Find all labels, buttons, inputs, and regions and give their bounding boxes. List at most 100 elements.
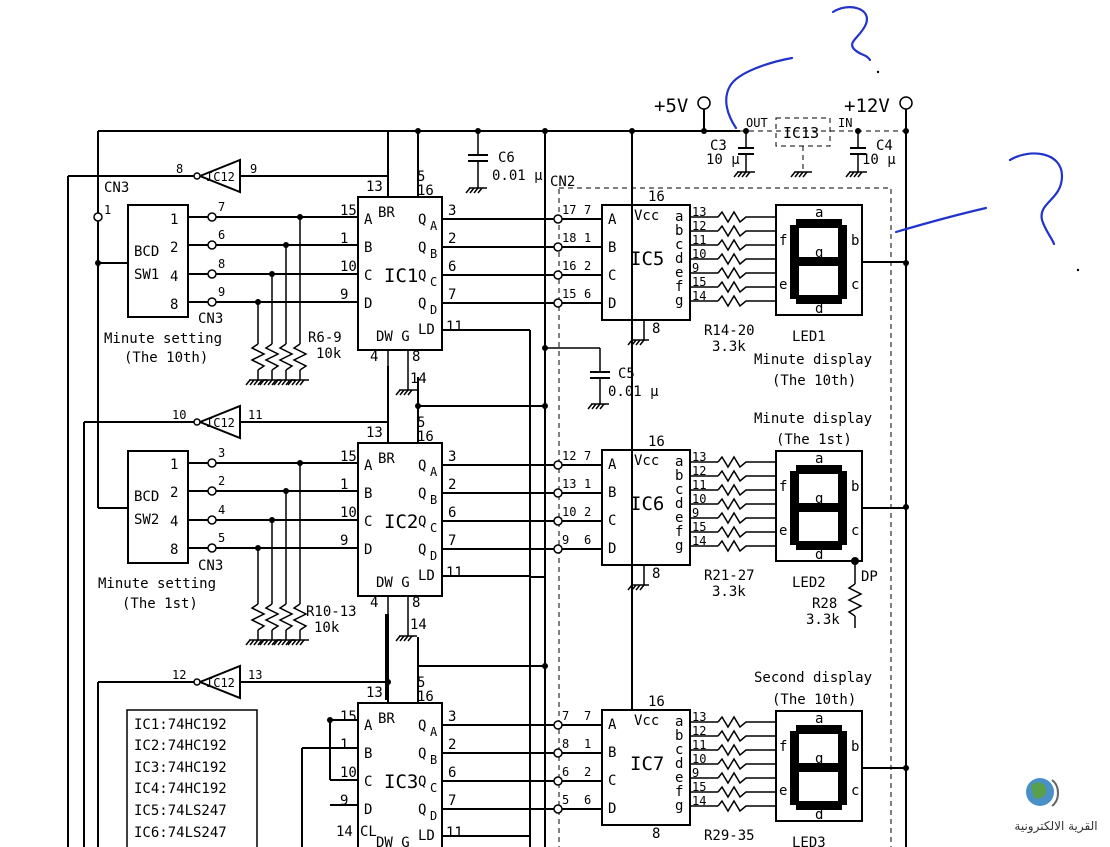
inv1-name: IC12: [206, 170, 235, 184]
led2-title1: Minute display: [754, 411, 872, 427]
svg-text:7: 7: [584, 709, 591, 723]
svg-text:D: D: [364, 542, 372, 558]
svg-text:e: e: [779, 523, 787, 539]
svg-text:8: 8: [412, 595, 420, 611]
svg-text:b: b: [851, 233, 859, 249]
svg-text:1: 1: [170, 212, 178, 228]
svg-text:e: e: [675, 770, 683, 786]
regulator-name: IC13: [783, 124, 819, 142]
svg-text:11: 11: [446, 565, 463, 581]
svg-text:B: B: [364, 486, 372, 502]
svg-text:16: 16: [562, 259, 576, 273]
svg-text:B: B: [608, 745, 616, 761]
decoder-name-1: IC6: [630, 493, 664, 515]
svg-text:14: 14: [692, 794, 706, 808]
svg-text:8: 8: [562, 737, 569, 751]
r10-13-name: R10-13: [306, 604, 357, 620]
svg-text:12: 12: [692, 724, 706, 738]
svg-text:d: d: [815, 807, 823, 823]
svg-text:a: a: [675, 714, 683, 730]
svg-text:13: 13: [692, 205, 706, 219]
svg-text:d: d: [815, 301, 823, 317]
svg-text:C: C: [608, 773, 616, 789]
svg-text:10: 10: [692, 752, 706, 766]
led3-title2: (The 10th): [772, 692, 856, 708]
svg-text:Q: Q: [418, 542, 426, 558]
inverter-3: [186, 664, 246, 700]
svg-text:3.3k: 3.3k: [712, 339, 746, 355]
svg-text:Q: Q: [418, 486, 426, 502]
svg-text:6: 6: [448, 765, 456, 781]
ic-list: IC1:74HC192 IC2:74HC192 IC3:74HC192 IC4:…: [126, 709, 258, 847]
svg-text:e: e: [675, 265, 683, 281]
svg-text:10: 10: [340, 259, 357, 275]
svg-text:6: 6: [562, 765, 569, 779]
svg-text:9: 9: [692, 766, 699, 780]
led1-title1: Minute display: [754, 352, 872, 368]
svg-text:B: B: [608, 485, 616, 501]
svg-text:5: 5: [218, 531, 225, 545]
svg-text:Q: Q: [418, 774, 426, 790]
svg-text:C: C: [608, 513, 616, 529]
svg-text:1: 1: [584, 737, 591, 751]
svg-text:A: A: [364, 212, 373, 228]
v12-label: +12V: [844, 95, 890, 117]
svg-text:18: 18: [562, 231, 576, 245]
ic-list-0: IC1:74HC192: [134, 717, 227, 733]
svg-text:2: 2: [584, 259, 591, 273]
svg-text:7: 7: [562, 709, 569, 723]
svg-text:13: 13: [366, 685, 383, 701]
svg-text:9: 9: [692, 506, 699, 520]
ic-list-2: IC3:74HC192: [134, 760, 227, 776]
c4-value: 10 μ: [862, 152, 896, 168]
svg-text:9: 9: [692, 261, 699, 275]
svg-text:A: A: [608, 457, 617, 473]
svg-text:DW G: DW G: [376, 329, 410, 345]
left-bus: CN3 1: [67, 130, 389, 847]
svg-text:14: 14: [692, 289, 706, 303]
r10-13-value: 10k: [314, 620, 340, 636]
svg-text:B: B: [364, 746, 372, 762]
svg-text:g: g: [675, 538, 683, 554]
svg-text:1: 1: [340, 477, 348, 493]
inverter-2: [186, 404, 246, 440]
svg-text:a: a: [815, 711, 823, 727]
svg-text:2: 2: [448, 231, 456, 247]
svg-text:16: 16: [648, 189, 665, 205]
counter-name-1: IC2: [384, 511, 418, 533]
svg-text:9: 9: [562, 533, 569, 547]
svg-text:A: A: [430, 219, 438, 233]
svg-text:D: D: [430, 549, 437, 563]
svg-text:DW G: DW G: [376, 835, 410, 847]
sw2-caption1: Minute setting: [98, 576, 216, 592]
regulator-in-label: IN: [838, 116, 852, 130]
svg-text:B: B: [364, 240, 372, 256]
svg-text:15: 15: [562, 287, 576, 301]
inverter-1: [186, 158, 246, 194]
svg-text:Q: Q: [418, 240, 426, 256]
r6-9-name: R6-9: [308, 330, 342, 346]
ic-list-4: IC5:74LS247: [134, 803, 227, 819]
svg-text:15: 15: [340, 709, 357, 725]
svg-text:3: 3: [448, 449, 456, 465]
svg-text:D: D: [430, 303, 437, 317]
svg-text:12: 12: [692, 464, 706, 478]
c6-value: 0.01 μ: [492, 168, 543, 184]
svg-text:5: 5: [417, 169, 425, 185]
svg-text:4: 4: [170, 269, 178, 285]
svg-text:14: 14: [410, 617, 427, 633]
svg-text:A: A: [608, 717, 617, 733]
led2-title2: (The 1st): [776, 432, 852, 448]
svg-text:d: d: [675, 756, 683, 772]
dp-resistor: DP R28 3.3k: [806, 557, 878, 628]
svg-text:a: a: [675, 209, 683, 225]
svg-text:11: 11: [446, 825, 463, 841]
svg-text:10: 10: [562, 505, 576, 519]
switch-sw2: BCD SW2 1 2 4 8 Minute setting (The 1st)…: [98, 450, 223, 612]
svg-text:a: a: [815, 205, 823, 221]
